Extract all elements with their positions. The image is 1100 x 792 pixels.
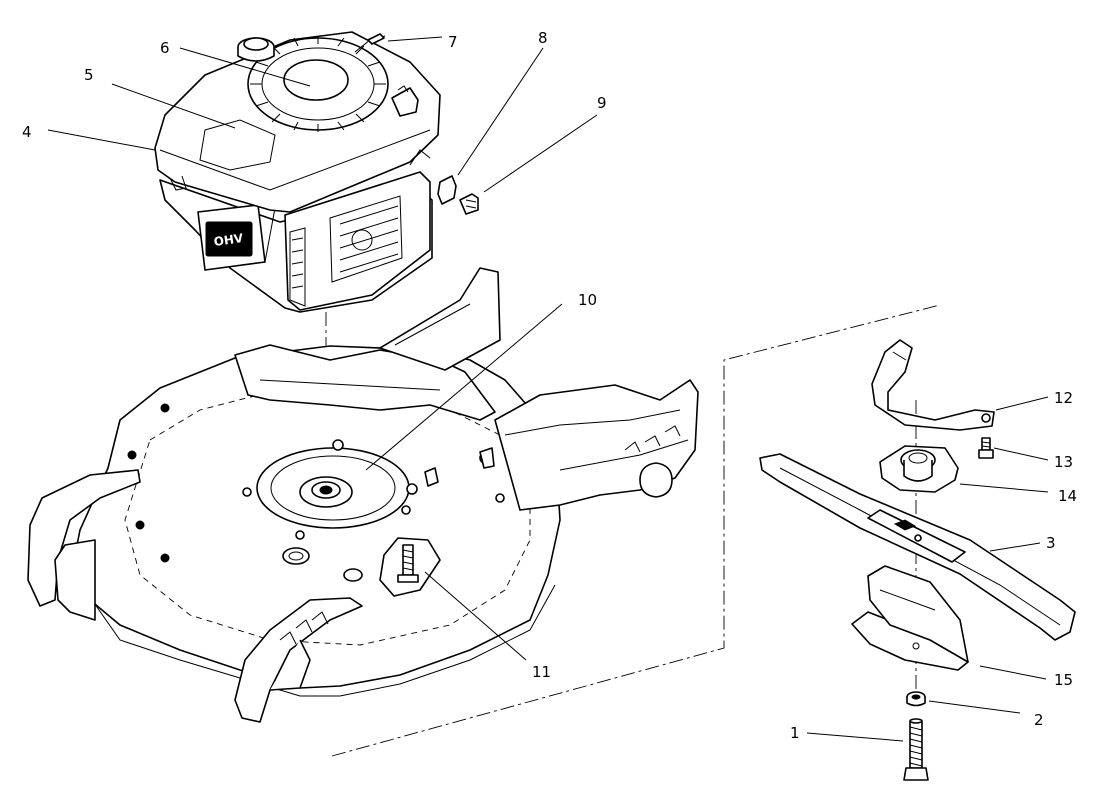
callout-3: 3 [1046, 534, 1056, 552]
callout-15: 15 [1054, 671, 1073, 689]
callout-2: 2 [1034, 711, 1044, 729]
engine-side-fins [289, 195, 403, 307]
callout-13: 13 [1054, 453, 1073, 471]
oil-fill-knob [391, 85, 419, 117]
callout-8: 8 [538, 29, 548, 47]
clamp-screw [459, 193, 479, 215]
leader-lines [47, 36, 1049, 742]
engine-shaft-boss [299, 476, 353, 508]
engine: OHV [154, 31, 441, 313]
callout-labels: 1 2 3 4 5 6 7 8 9 10 11 12 13 14 15 [22, 29, 1077, 742]
callout-12: 12 [1054, 389, 1073, 407]
callout-6: 6 [160, 39, 170, 57]
callout-4: 4 [22, 123, 32, 141]
fuel-cap [237, 37, 275, 62]
callout-11: 11 [532, 663, 551, 681]
assembly-boundary [331, 304, 941, 757]
blade-baffle [871, 339, 995, 431]
callout-7: 7 [448, 33, 458, 51]
recoil-starter-grille [247, 36, 389, 132]
mower-blade [759, 453, 1076, 641]
cable-clamp [437, 175, 457, 205]
engine-badge: OHV [213, 231, 245, 249]
blade-adapter [879, 445, 959, 493]
muffler: OHV [197, 194, 276, 271]
blade-bolt [903, 718, 929, 781]
callout-10: 10 [578, 291, 597, 309]
blade-washer [906, 691, 926, 707]
baffle-screw [978, 437, 994, 459]
callout-5: 5 [84, 66, 94, 84]
lift-blade [851, 565, 969, 671]
callout-14: 14 [1058, 487, 1077, 505]
callout-9: 9 [597, 94, 607, 112]
mower-deck [27, 267, 699, 723]
callout-1: 1 [790, 724, 800, 742]
